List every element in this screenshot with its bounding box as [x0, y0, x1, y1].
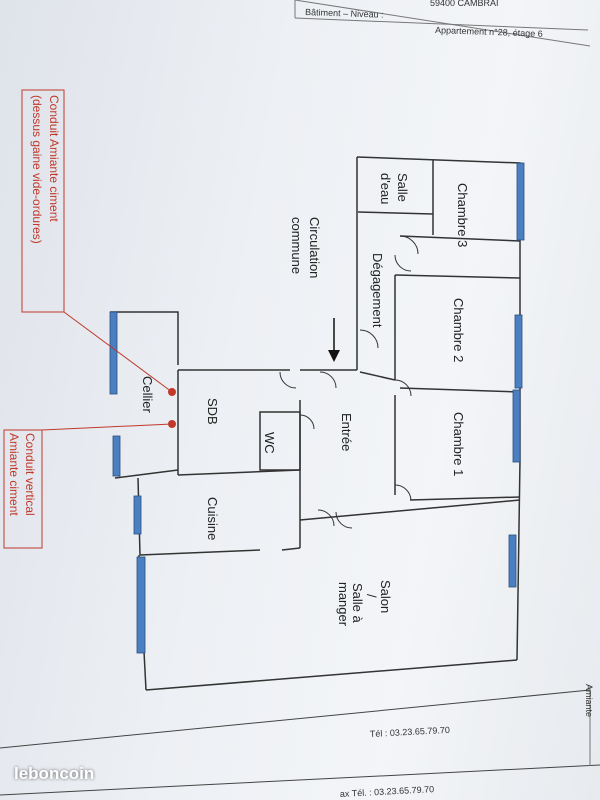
- label-salle-eau-2: d'eau: [378, 173, 393, 204]
- wall-cuisine-stub: [281, 547, 301, 551]
- annotation-box-vertical: [3, 429, 43, 549]
- label-salon-3: Salle à: [350, 583, 365, 624]
- footer-phone-bottom: ax Tél. : 03.23.65.79.70: [340, 784, 435, 799]
- wall-chambre1-bottom: [409, 496, 521, 501]
- window-chambre1: [512, 389, 521, 463]
- label-cellier: Cellier: [140, 376, 155, 414]
- label-salon-1: Salon: [378, 580, 393, 613]
- label-salon-4: manger: [336, 582, 351, 627]
- annotation-leader-2: [41, 423, 173, 431]
- door-wc: [299, 414, 315, 430]
- wall-right-lower: [516, 459, 521, 661]
- window-cuisine: [133, 495, 142, 535]
- door-chambre2: [394, 379, 412, 397]
- window-chambre3: [516, 162, 525, 241]
- wall-cellier-bottom: [114, 469, 179, 479]
- label-cuisine: Cuisine: [205, 497, 220, 540]
- label-chambre1: Chambre 1: [451, 412, 466, 476]
- asbestos-annotations: Conduit Amiante ciment (dessus gaine vid…: [3, 89, 176, 549]
- header-box: 59400 CAMBRAI Bâtiment – Niveau : Appart…: [294, 0, 591, 47]
- page-border: Tél : 03.23.65.79.70 ax Tél. : 03.23.65.…: [0, 684, 600, 799]
- label-circulation-2: commune: [289, 217, 304, 274]
- window-cellier: [109, 311, 118, 395]
- annotation-vertical-1: Conduit vertical: [23, 433, 37, 516]
- door-entree-front-2: [335, 511, 353, 529]
- wall-entree-bottom: [299, 499, 521, 521]
- door-chambre1: [394, 484, 412, 501]
- label-chambre2: Chambre 2: [451, 298, 466, 362]
- door-degagement-lower: [359, 329, 379, 349]
- label-degagement: Dégagement: [370, 253, 385, 328]
- wall-chambre2-top: [394, 274, 521, 279]
- door-chambre3: [399, 235, 419, 255]
- label-entree: Entrée: [339, 413, 354, 451]
- annotation-vertical-2: Amiante ciment: [7, 433, 21, 516]
- footer-side-label: Amiante: [584, 684, 594, 717]
- wall-chambre3-bottom: [399, 235, 521, 242]
- leboncoin-watermark: leboncoin: [14, 764, 95, 783]
- door-degagement: [394, 254, 412, 272]
- footer-phone: Tél : 03.23.65.79.70: [370, 725, 450, 739]
- wall-bottom: [145, 659, 518, 691]
- label-circulation-1: Circulation: [307, 217, 322, 278]
- asbestos-marker-2: [168, 420, 176, 428]
- window-cellier-lower: [112, 435, 121, 477]
- window-salon-left: [136, 556, 146, 654]
- door-entree: [319, 371, 337, 389]
- header-city: 59400 CAMBRAI: [430, 0, 499, 8]
- window-chambre2: [514, 314, 523, 389]
- annotation-conduit-2: (dessus gaine vide-ordures): [30, 95, 44, 244]
- annotation-box-conduit: [21, 89, 65, 313]
- entry-arrow: [328, 318, 340, 362]
- wall-salle-eau-bottom: [357, 211, 434, 215]
- wall-sdb-bottom: [177, 469, 301, 476]
- label-wc: WC: [262, 432, 277, 454]
- asbestos-marker-1: [168, 388, 176, 396]
- room-labels: Salle d'eau Chambre 3 Dégagement Chambre…: [140, 173, 470, 627]
- windows: [109, 162, 525, 654]
- doors: [279, 235, 419, 529]
- label-chambre3: Chambre 3: [455, 183, 470, 247]
- wall-chambre1-top: [399, 387, 521, 393]
- annotation-leader-1: [63, 311, 173, 393]
- header-apartment: Appartement n°28, étage 6: [435, 25, 543, 39]
- door-sdb: [279, 371, 297, 389]
- window-salon-right: [508, 534, 517, 588]
- door-entree-front: [317, 509, 335, 527]
- label-salle-eau-1: Salle: [395, 173, 410, 202]
- label-salon-2: /: [364, 594, 379, 598]
- annotation-conduit-1: Conduit Amiante ciment: [47, 95, 61, 222]
- label-sdb: SDB: [205, 398, 220, 425]
- wall-cellier-top: [110, 311, 179, 365]
- wall-salon-top-left: [139, 549, 261, 556]
- wc-box: [259, 411, 301, 471]
- wall-degagement-bottom: [359, 371, 396, 381]
- header-building-label: Bâtiment – Niveau :: [305, 7, 384, 20]
